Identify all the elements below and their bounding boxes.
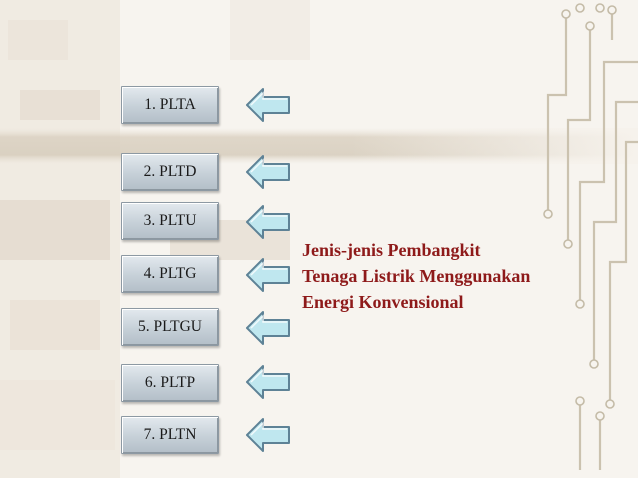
menu-button-pltu[interactable]: 3. PLTU	[121, 202, 219, 240]
slide-title-line: Energi Konvensional	[302, 292, 464, 312]
left-arrow-icon[interactable]	[245, 309, 291, 347]
slide-title: Jenis-jenis Pembangkit Tenaga Listrik Me…	[302, 237, 632, 315]
menu-button-plta[interactable]: 1. PLTA	[121, 86, 219, 124]
left-arrow-icon[interactable]	[245, 363, 291, 401]
menu-button-pltp[interactable]: 6. PLTP	[121, 364, 219, 402]
left-arrow-icon[interactable]	[245, 153, 291, 191]
left-arrow-icon[interactable]	[245, 203, 291, 241]
menu-button-pltd[interactable]: 2. PLTD	[121, 153, 219, 191]
menu-button-pltgu[interactable]: 5. PLTGU	[121, 308, 219, 346]
left-arrow-icon[interactable]	[245, 416, 291, 454]
left-arrow-icon[interactable]	[245, 86, 291, 124]
left-arrow-icon[interactable]	[245, 256, 291, 294]
menu-button-pltn[interactable]: 7. PLTN	[121, 416, 219, 454]
slide-title-line: Jenis-jenis Pembangkit	[302, 240, 481, 260]
menu-button-pltg[interactable]: 4. PLTG	[121, 255, 219, 293]
slide-title-line: Tenaga Listrik Menggunakan	[302, 266, 531, 286]
